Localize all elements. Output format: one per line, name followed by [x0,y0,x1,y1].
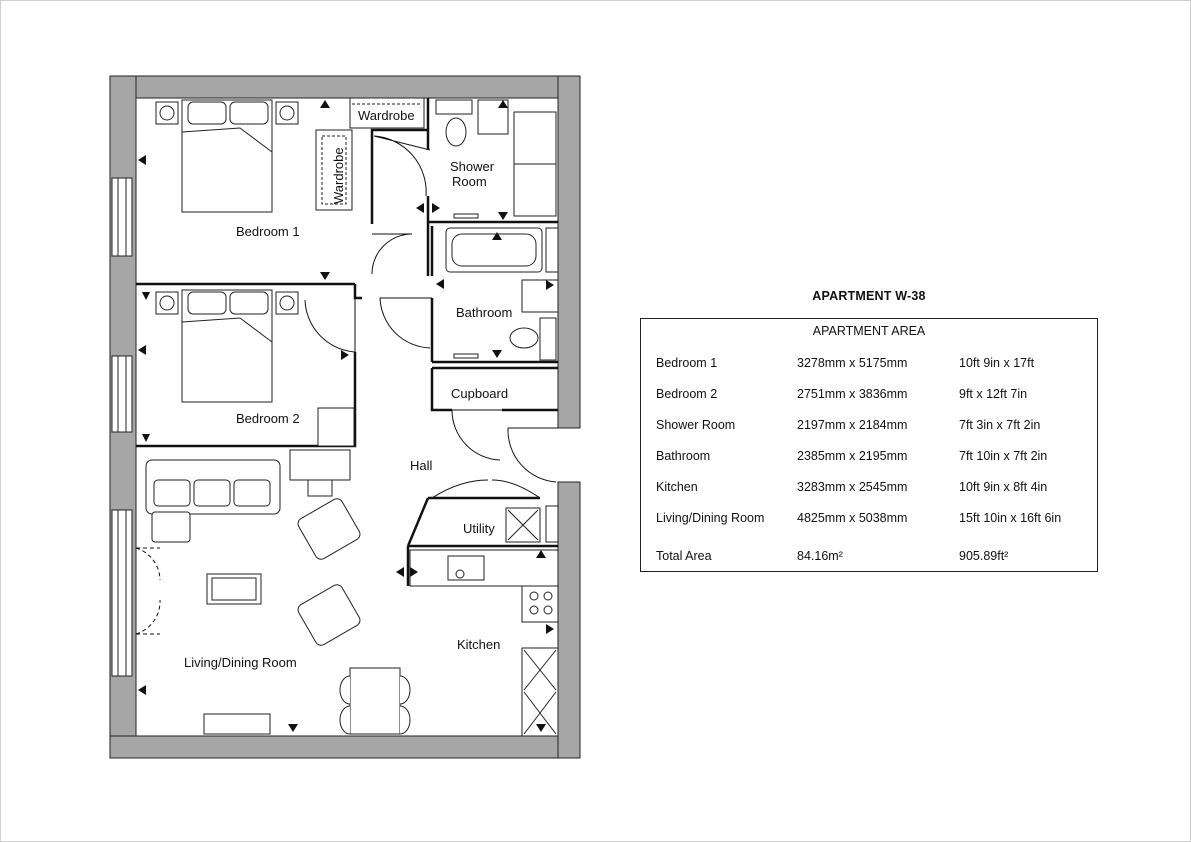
markers [138,100,554,732]
room-metric-size: 2751mm x 3836mm [797,387,908,401]
shower-fittings [435,99,557,219]
doors [135,135,558,635]
table-row: Bedroom 1 3278mm x 5175mm 10ft 9in x 17f… [641,356,1097,374]
room-metric-size: 2385mm x 2195mm [797,449,908,463]
wardrobe-units [315,97,425,211]
room-imperial-size: 7ft 3in x 7ft 2in [959,418,1041,432]
door-bedroom1 [371,233,413,275]
furniture [145,97,559,737]
room-imperial-size: 10ft 9in x 8ft 4in [959,480,1048,494]
total-area-imperial: 905.89ft² [959,549,1009,563]
bath-fittings [445,227,559,361]
room-name: Bedroom 1 [656,356,718,370]
label-utility: Utility [463,521,495,536]
door-cupboard [451,409,502,461]
total-area-row: Total Area 84.16m² 905.89ft² [641,549,1097,567]
window-bedroom2 [111,355,133,433]
living-furniture [145,449,411,735]
room-metric-size: 2197mm x 2184mm [797,418,908,432]
wall-north [109,75,581,99]
table-row: Living/Dining Room 4825mm x 5038mm 15ft … [641,511,1097,529]
room-imperial-size: 10ft 9in x 17ft [959,356,1035,370]
window-bedroom1 [111,177,133,257]
table-row: Bedroom 2 2751mm x 3836mm 9ft x 12ft 7in [641,387,1097,405]
room-name: Living/Dining Room [656,511,765,525]
kitchen-fittings [409,505,559,737]
label-shower-room-1: Shower [450,159,495,174]
door-front [507,427,558,483]
internal-walls [136,98,558,586]
label-cupboard: Cupboard [451,386,508,401]
label-shower-room-2: Room [452,174,487,189]
table-row: Bathroom 2385mm x 2195mm 7ft 10in x 7ft … [641,449,1097,467]
room-metric-size: 3283mm x 2545mm [797,480,908,494]
wall-east-upper [557,75,581,429]
area-schedule-table: APARTMENT AREA Bedroom 1 3278mm x 5175mm… [640,318,1098,572]
label-kitchen: Kitchen [457,637,500,652]
room-name: Kitchen [656,480,698,494]
room-name: Bedroom 2 [656,387,718,401]
label-bathroom: Bathroom [456,305,512,320]
door-patio [135,547,161,635]
room-imperial-size: 7ft 10in x 7ft 2in [959,449,1048,463]
wall-bedroom1-east [370,128,428,224]
room-labels: Bedroom 1 Bedroom 2 Shower Room Bathroom… [184,108,512,670]
label-wardrobe-top: Wardrobe [358,108,415,123]
door-utility [431,479,541,499]
room-metric-size: 3278mm x 5175mm [797,356,908,370]
room-name: Shower Room [656,418,736,432]
table-row: Shower Room 2197mm x 2184mm 7ft 3in x 7f… [641,418,1097,436]
wall-east-lower [557,481,581,759]
room-imperial-size: 9ft x 12ft 7in [959,387,1028,401]
double-bed-2 [155,289,355,447]
wall-cupboard [430,368,452,412]
total-area-metric: 84.16m² [797,549,843,563]
total-area-label: Total Area [656,549,712,563]
windows [111,177,133,677]
room-name: Bathroom [656,449,711,463]
door-bathroom [379,297,432,349]
room-imperial-size: 15ft 10in x 16ft 6in [959,511,1062,525]
label-bedroom1: Bedroom 1 [236,224,300,239]
door-bedroom2 [304,298,356,353]
wall-bedroom2-east [136,352,357,448]
double-bed-1 [155,99,299,213]
door-wardrobe [373,135,431,197]
wall-utility [406,497,430,547]
label-bedroom2: Bedroom 2 [236,411,300,426]
label-wardrobe-side: Wardrobe [331,147,346,204]
area-schedule-heading: APARTMENT AREA [812,324,926,338]
room-metric-size: 4825mm x 5038mm [797,511,908,525]
label-hall: Hall [410,458,433,473]
wall-south [109,735,581,759]
apartment-title: APARTMENT W-38 [812,289,926,303]
window-living [111,509,133,677]
label-living-dining: Living/Dining Room [184,655,297,670]
table-row: Kitchen 3283mm x 2545mm 10ft 9in x 8ft 4… [641,480,1097,498]
